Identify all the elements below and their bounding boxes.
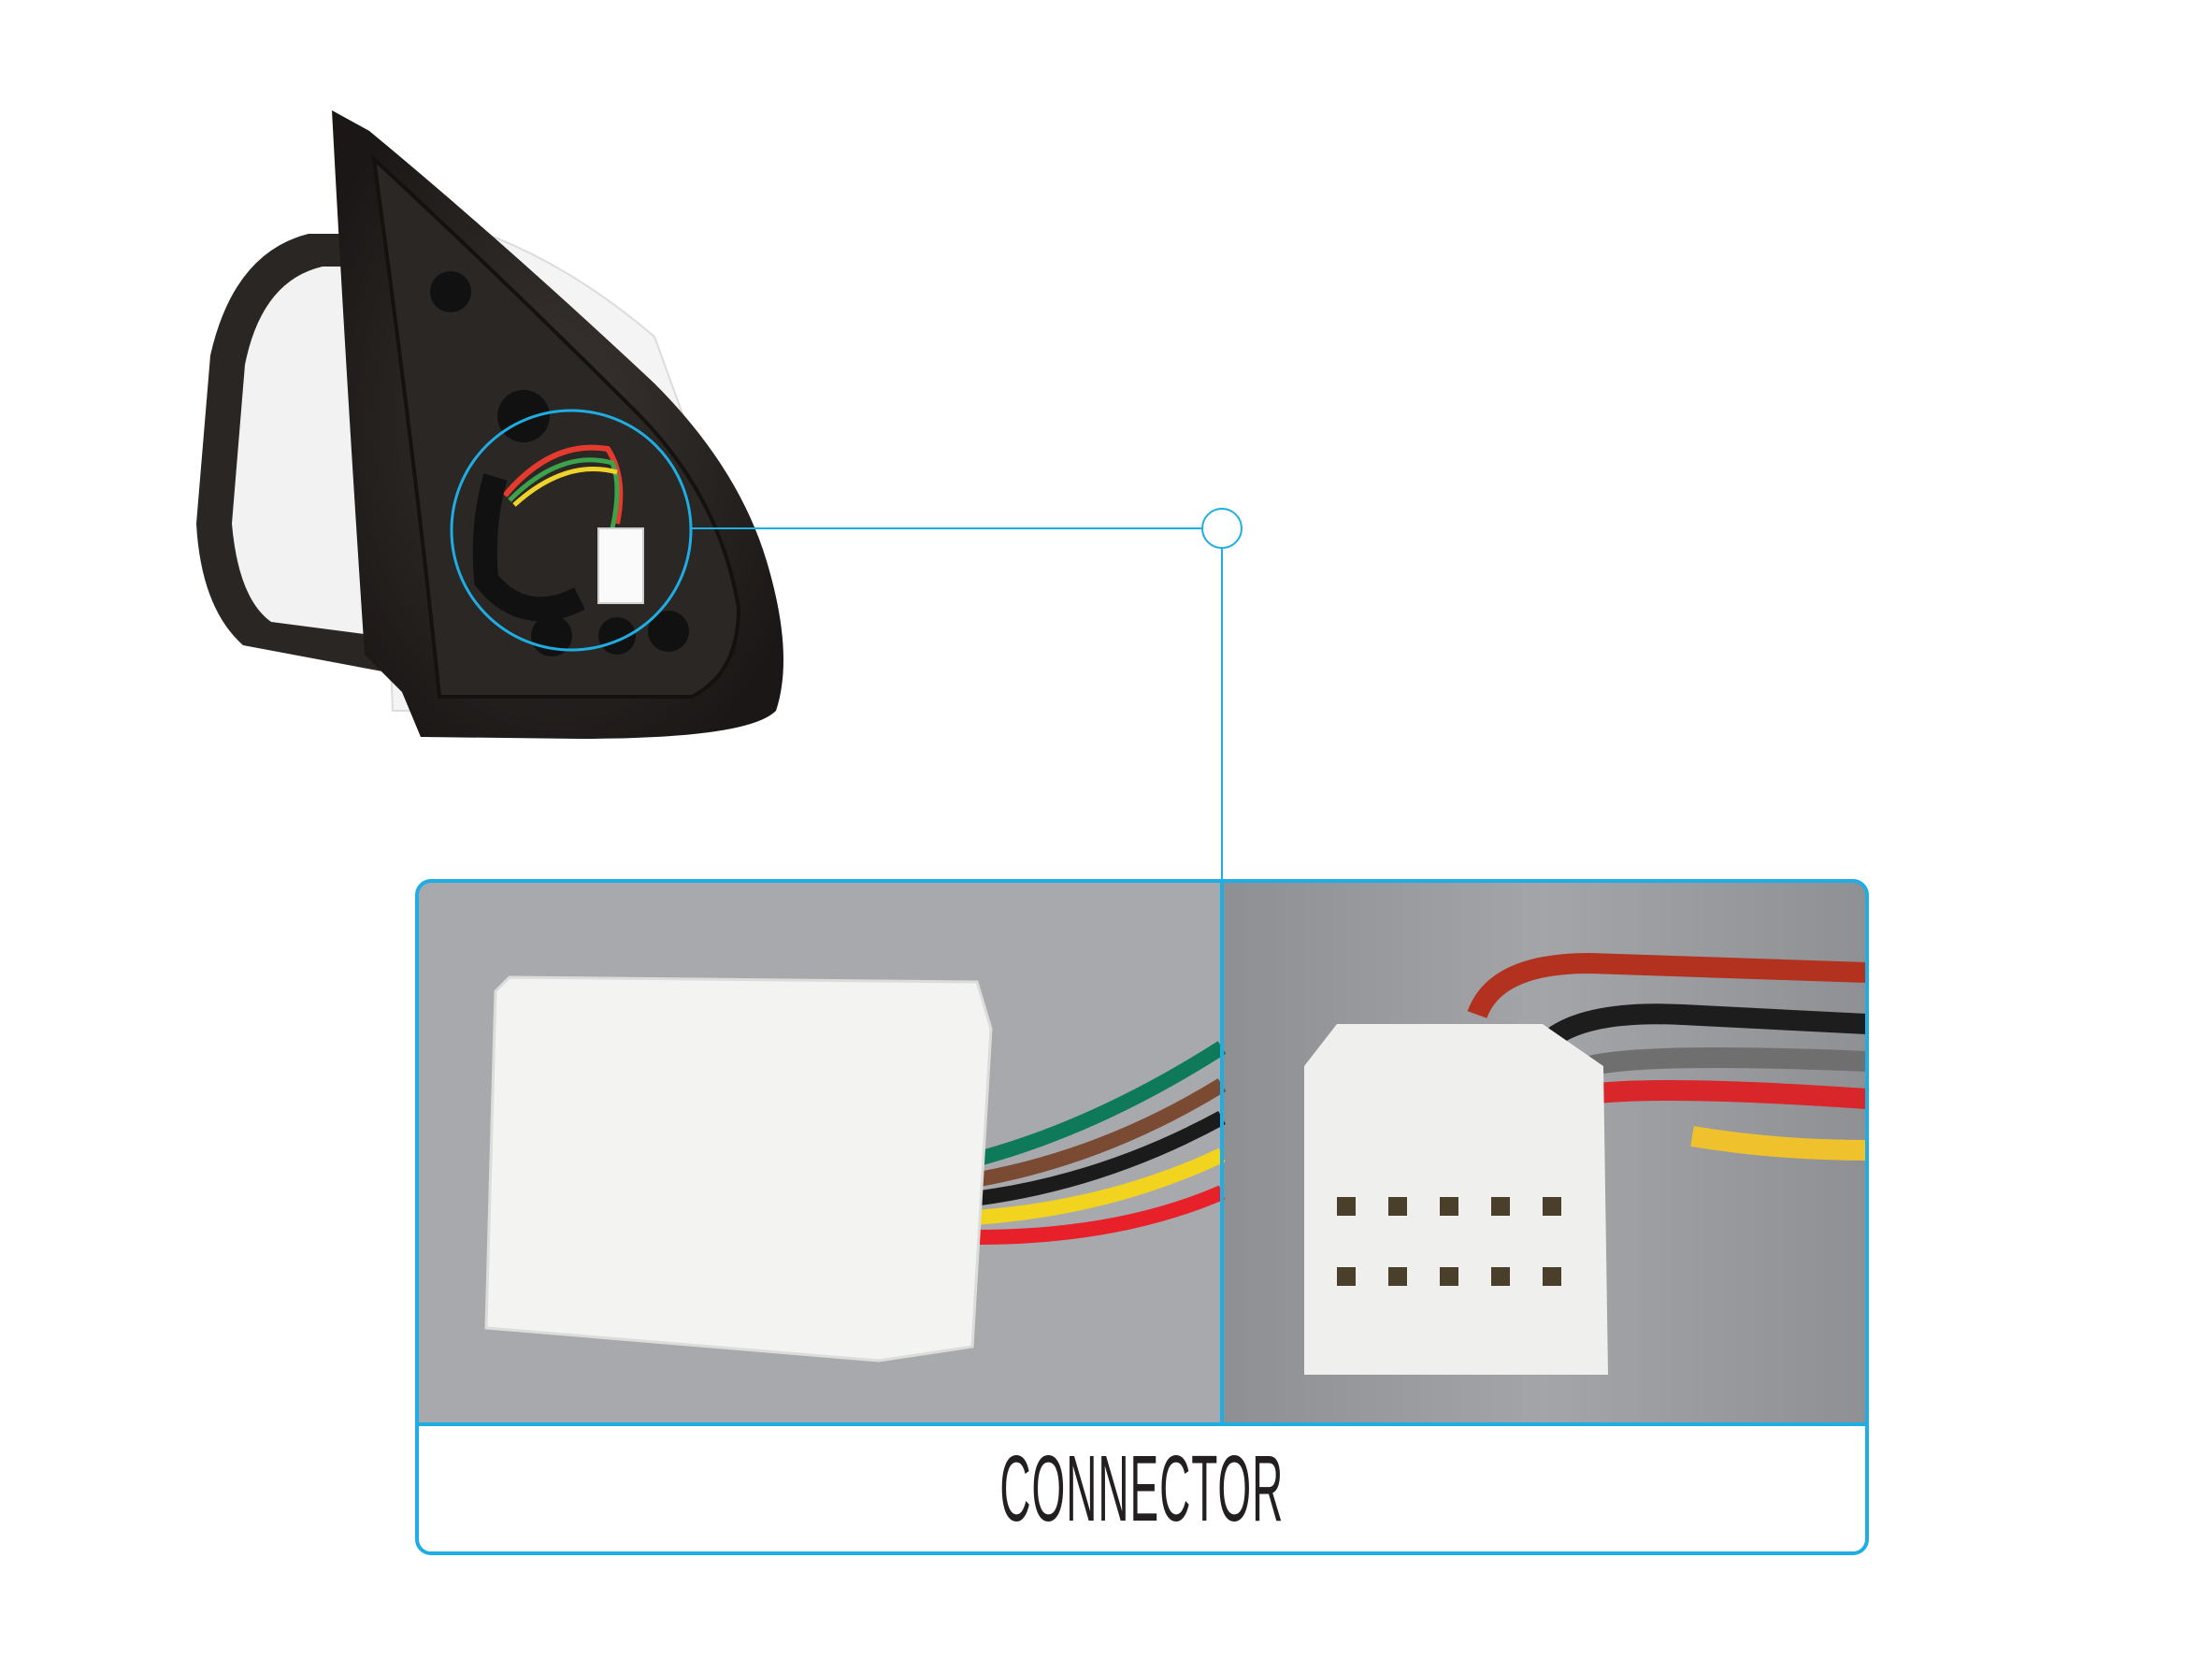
- connector-wires-front: [1467, 952, 1867, 1161]
- callout-node-circle: [1201, 508, 1242, 549]
- mirror-glass: [232, 267, 379, 636]
- mirror-rear-view: [196, 110, 783, 739]
- callout-leader: [450, 409, 1242, 881]
- mount-hole: [648, 611, 689, 652]
- connector-body-side: [484, 975, 993, 1363]
- callout-box-border: [415, 879, 1869, 1555]
- connector-on-mirror: [597, 527, 644, 604]
- callout-caption: CONNECTOR: [417, 1424, 1867, 1553]
- callout-label: CONNECTOR: [999, 1436, 1285, 1541]
- connector-pins: [1337, 1197, 1561, 1286]
- mount-hole: [497, 390, 550, 442]
- callout-zoom-circle: [450, 409, 693, 652]
- mount-hole: [430, 271, 471, 312]
